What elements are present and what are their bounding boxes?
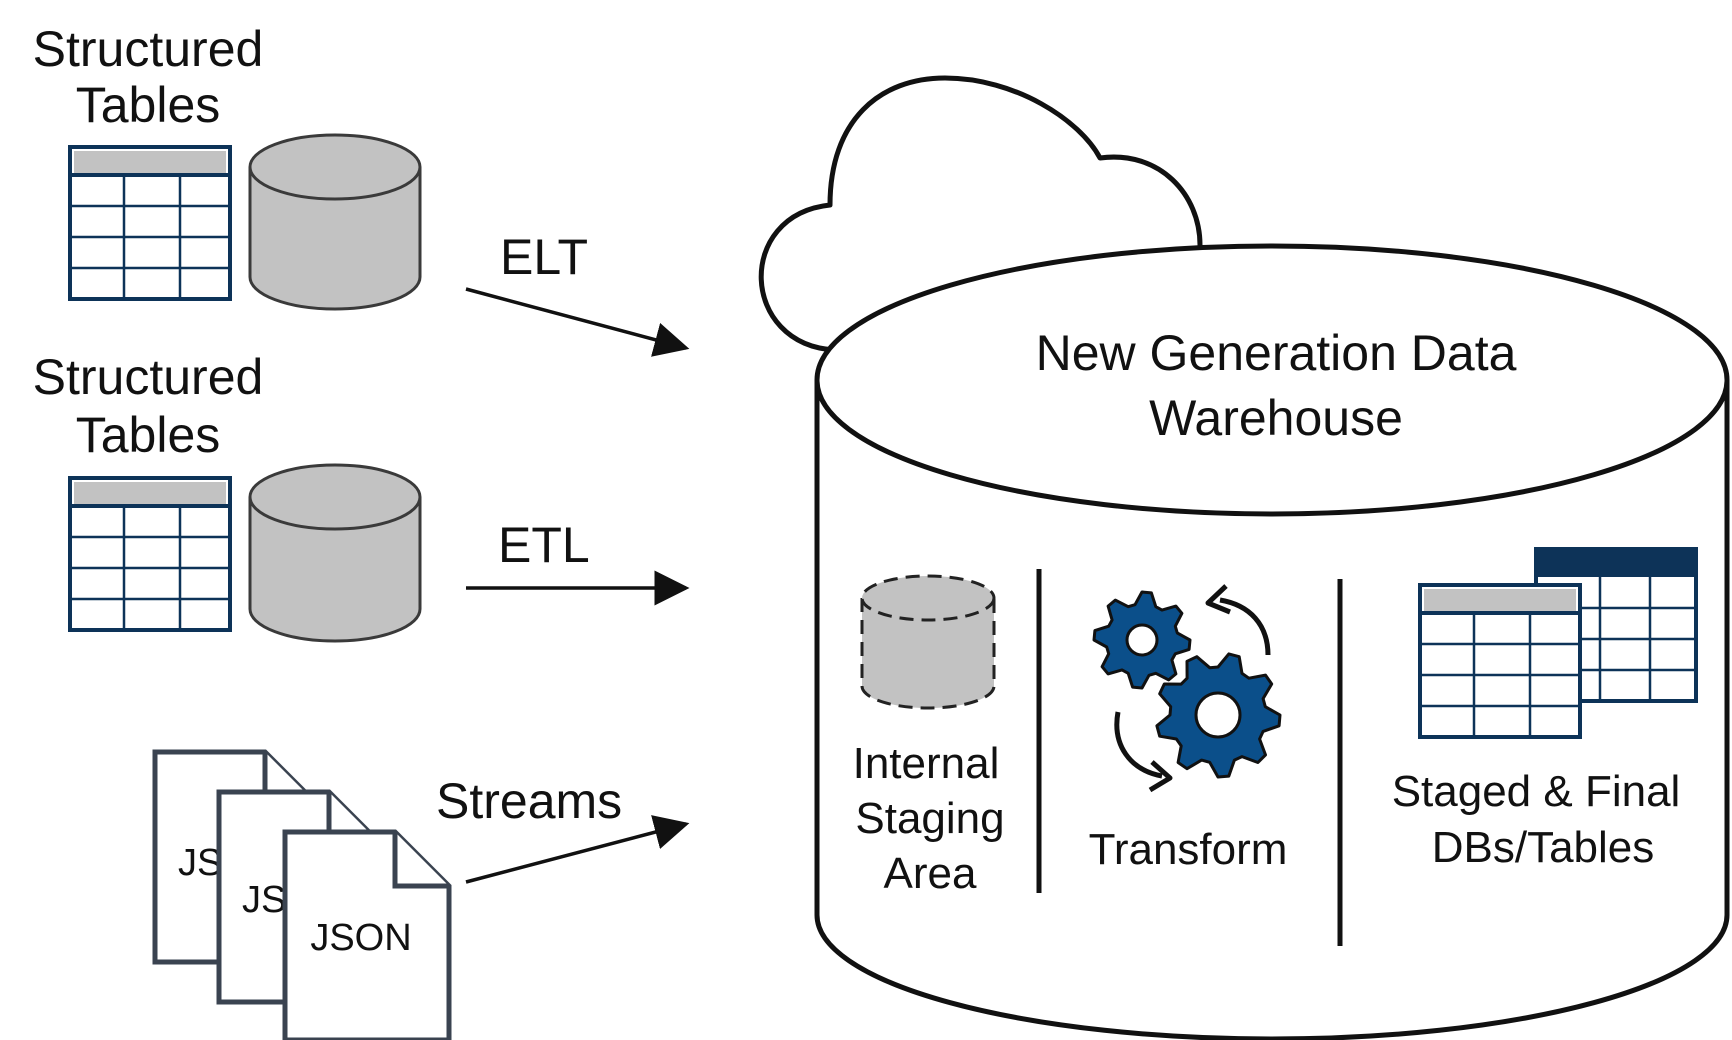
staging-label-line-2: Staging — [855, 794, 1004, 843]
flow-elt: ELT — [465, 229, 690, 357]
source-top-label-2: Tables — [76, 77, 221, 133]
source-top: Structured Tables — [33, 21, 422, 311]
section-staging: Internal Staging Area — [853, 574, 1005, 898]
flow-elt-label: ELT — [500, 229, 588, 285]
table-icon-front — [1418, 583, 1582, 739]
flow-streams-label: Streams — [436, 773, 622, 829]
final-label-line-1: Staged & Final — [1392, 767, 1681, 816]
transform-label: Transform — [1089, 825, 1288, 874]
section-transform: Transform — [1089, 584, 1288, 874]
source-middle-label-2: Tables — [76, 407, 221, 463]
staging-label-line-1: Internal — [853, 739, 1000, 788]
staging-label-line-3: Area — [884, 849, 977, 898]
source-bottom-json-documents: JSON JSON JSON — [152, 749, 452, 1040]
document-icon: JSON — [282, 829, 452, 1040]
arrow-icon — [465, 287, 690, 357]
large-gear-icon-hole — [1194, 691, 1242, 739]
arrow-icon — [465, 815, 690, 884]
cycle-arrow-icon — [1219, 597, 1271, 656]
warehouse-title-line-2: Warehouse — [1149, 390, 1403, 446]
dashed-database-icon — [860, 574, 996, 710]
gears-icon — [1092, 590, 1282, 779]
flow-streams: Streams — [436, 773, 690, 884]
cycle-arrow-icon — [1114, 711, 1163, 779]
source-middle-label-1: Structured — [33, 349, 264, 405]
source-middle: Structured Tables — [33, 349, 422, 643]
table-icon — [68, 145, 232, 301]
flow-etl-label: ETL — [498, 517, 590, 573]
document-label: JSON — [310, 917, 411, 959]
source-top-label-1: Structured — [33, 21, 264, 77]
database-cylinder-icon — [248, 463, 422, 643]
table-icon — [68, 476, 232, 632]
warehouse-title-line-1: New Generation Data — [1036, 325, 1517, 381]
section-final-tables: Staged & Final DBs/Tables — [1392, 547, 1698, 872]
database-cylinder-icon — [248, 133, 422, 311]
flow-etl: ETL — [466, 517, 690, 606]
small-gear-icon-hole — [1125, 623, 1159, 657]
final-label-line-2: DBs/Tables — [1432, 823, 1655, 872]
